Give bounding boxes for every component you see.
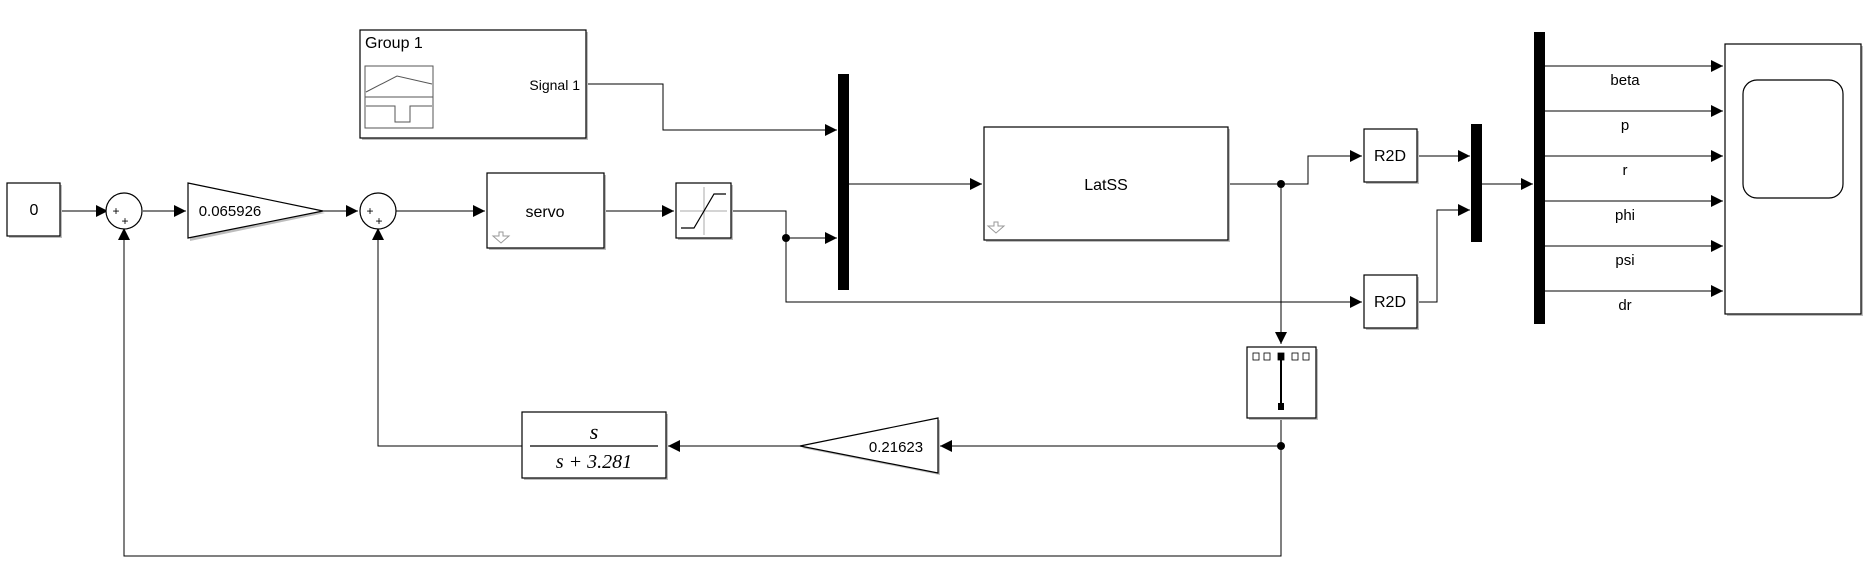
signal-label-p: p [1621, 117, 1629, 134]
scope-block[interactable] [1724, 43, 1863, 316]
wire-r2d-2-to-mux2[interactable] [1417, 204, 1470, 303]
tf-numerator: s [590, 419, 599, 444]
wire-signal-builder-to-mux1[interactable] [586, 83, 837, 136]
servo-block[interactable]: servo [486, 172, 606, 250]
subsystem-arrow-icon [491, 231, 511, 244]
wire-tf-to-sum2[interactable] [372, 228, 522, 447]
signal-builder-group-label: Group 1 [365, 35, 423, 52]
signal-wires [62, 60, 1723, 557]
selector-block[interactable] [1246, 346, 1318, 420]
gain1-value: 0.065926 [199, 203, 262, 220]
wire-feedback-to-sum1[interactable] [118, 228, 1282, 557]
latss-block[interactable]: LatSS [983, 126, 1230, 242]
signal-labels: beta p r phi psi dr [1610, 72, 1640, 314]
saturation-curve-icon [681, 193, 726, 229]
signal-builder-ramp-icon [365, 75, 433, 93]
selector-output-port-icon [1278, 403, 1284, 410]
branch-point-saturation [782, 234, 790, 242]
sum-block-1[interactable]: + + [105, 192, 143, 230]
signal-builder-signal-label: Signal 1 [529, 77, 580, 93]
signal-label-dr: dr [1618, 297, 1631, 314]
saturation-block[interactable] [675, 182, 733, 240]
constant-block[interactable]: 0 [6, 182, 62, 238]
r2d-block-1[interactable]: R2D [1363, 128, 1419, 184]
latss-label: LatSS [1084, 177, 1128, 194]
branch-point-latss [1277, 180, 1285, 188]
signal-label-beta: beta [1610, 72, 1640, 89]
sum1-sign-left: + [112, 204, 119, 218]
demux-block[interactable] [1534, 32, 1545, 324]
signal-builder-block[interactable]: Group 1 Signal 1 [359, 29, 588, 140]
selector-port-icon [1252, 352, 1260, 361]
wire-saturation-to-mux1[interactable] [731, 210, 837, 244]
constant-value: 0 [30, 202, 39, 219]
sum2-sign-left: + [366, 204, 373, 218]
mux-block-1[interactable] [838, 74, 849, 290]
mux-block-2[interactable] [1471, 124, 1482, 242]
wire-saturation-to-r2d-2[interactable] [785, 238, 1362, 308]
subsystem-arrow-icon [986, 221, 1006, 234]
servo-label: servo [525, 204, 564, 221]
selector-port-icon [1291, 352, 1299, 361]
gain2-value: 0.21623 [869, 439, 923, 456]
r2d-1-label: R2D [1374, 148, 1406, 165]
signal-label-r: r [1623, 162, 1628, 179]
signal-label-psi: psi [1615, 252, 1634, 269]
gain-block-1[interactable]: 0.065926 [187, 182, 325, 241]
r2d-block-2[interactable]: R2D [1363, 274, 1419, 330]
sum-block-2[interactable]: + + [359, 192, 397, 230]
selector-port-icon [1277, 352, 1285, 361]
scope-screen-icon [1742, 79, 1844, 199]
sum1-sign-bottom: + [121, 214, 128, 228]
selector-port-icon [1263, 352, 1271, 361]
signal-builder-step-icon [366, 105, 432, 123]
wire-latss-to-r2d-1[interactable] [1281, 150, 1362, 185]
r2d-2-label: R2D [1374, 294, 1406, 311]
transfer-fcn-block[interactable]: s s + 3.281 [521, 411, 668, 480]
gain-block-2[interactable]: 0.21623 [799, 417, 940, 475]
signal-label-phi: phi [1615, 207, 1635, 224]
tf-denominator: s + 3.281 [556, 451, 632, 473]
branch-point-feedback [1277, 442, 1285, 450]
selector-port-icon [1302, 352, 1310, 361]
sum2-sign-bottom: + [375, 214, 382, 228]
